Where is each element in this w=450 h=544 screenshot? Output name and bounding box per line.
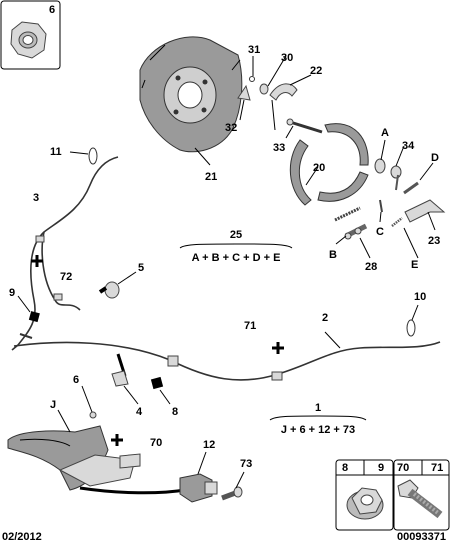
label-71: 71 — [244, 320, 256, 332]
backing-plate-21 — [139, 36, 243, 153]
label-9: 9 — [9, 287, 15, 299]
label-34: 34 — [402, 140, 415, 152]
label-5: 5 — [138, 262, 144, 274]
label-J: J — [50, 399, 56, 411]
formula-1: 2 J + 6 + 12 + 73 — [269, 415, 367, 436]
inset-part-6: 6 — [0, 0, 61, 70]
adjuster-B-28 — [344, 223, 368, 240]
inset-parts-8-9: 8 9 — [335, 459, 394, 531]
label-4: 4 — [136, 406, 143, 418]
formula-1-text: J + 6 + 12 + 73 — [281, 424, 355, 436]
label-11: 11 — [50, 146, 62, 158]
bracket-70 — [119, 453, 141, 469]
label-6: 6 — [73, 374, 79, 386]
label-E: E — [411, 259, 418, 271]
part-E — [391, 217, 403, 227]
plus-icon-71 — [272, 342, 284, 354]
bracket-23 — [404, 199, 446, 223]
label-2: 2 — [322, 312, 328, 324]
lever-22 — [269, 83, 298, 131]
equalizer-12 — [179, 451, 218, 503]
label-B: B — [329, 249, 337, 261]
rod-33 — [286, 118, 323, 134]
formula-25-text: A + B + C + D + E — [192, 252, 281, 264]
nut-icon — [10, 21, 47, 59]
equalizer-cable — [79, 486, 186, 495]
label-70: 70 — [150, 437, 162, 449]
label-33: 33 — [273, 142, 285, 154]
label-10: 10 — [414, 291, 426, 303]
flange-bolt-icon — [397, 479, 443, 519]
label-21: 21 — [205, 171, 217, 183]
label-D: D — [431, 152, 439, 164]
clip-32 — [237, 84, 251, 101]
inset-parts-70-71: 70 71 — [393, 459, 450, 531]
label-23: 23 — [428, 235, 440, 247]
label-30: 30 — [281, 52, 293, 64]
inset-70-label: 70 — [397, 462, 409, 474]
spring — [334, 206, 361, 222]
bolt-6 — [81, 385, 97, 419]
clip-4 — [111, 370, 139, 405]
flange-nut-icon — [346, 487, 384, 520]
label-20: 20 — [313, 162, 325, 174]
label-A: A — [381, 127, 389, 139]
part-A — [374, 158, 386, 174]
part-D — [395, 174, 419, 195]
label-25: 25 — [230, 229, 242, 241]
handbrake-lever-J — [7, 409, 136, 491]
square-9 — [17, 295, 40, 323]
bolt-73 — [221, 471, 245, 501]
label-31: 31 — [248, 44, 260, 56]
square-8 — [150, 376, 171, 405]
inset-8-label: 8 — [342, 462, 348, 474]
label-22: 22 — [310, 65, 322, 77]
clip-11 — [69, 147, 98, 165]
label-C: C — [376, 226, 384, 238]
clip-10 — [406, 304, 419, 337]
brake-shoes-20 — [289, 123, 369, 206]
part-C — [379, 199, 383, 213]
label-32: 32 — [225, 122, 237, 134]
inset-71-label: 71 — [431, 462, 443, 474]
footer-date: 02/2012 — [2, 531, 42, 543]
grommet-5 — [98, 271, 137, 299]
formula-25: 25 A + B + C + D + E — [179, 229, 293, 264]
label-28: 28 — [365, 261, 377, 273]
part-34 — [390, 165, 402, 179]
inset-9-label: 9 — [378, 462, 384, 474]
washer-30 — [259, 83, 269, 95]
label-1: 1 — [315, 402, 321, 414]
label-8: 8 — [172, 406, 178, 418]
plus-icon-70 — [111, 434, 123, 446]
footer-code: 00093371 — [397, 531, 446, 543]
pin-31 — [249, 76, 255, 82]
plus-icon-72 — [31, 255, 43, 267]
label-12: 12 — [203, 439, 215, 451]
label-3: 3 — [33, 192, 39, 204]
cable-2 — [13, 331, 441, 381]
label-73: 73 — [240, 458, 252, 470]
inset-6-label: 6 — [49, 4, 55, 16]
label-72: 72 — [60, 271, 72, 283]
cable-3 — [11, 156, 119, 351]
